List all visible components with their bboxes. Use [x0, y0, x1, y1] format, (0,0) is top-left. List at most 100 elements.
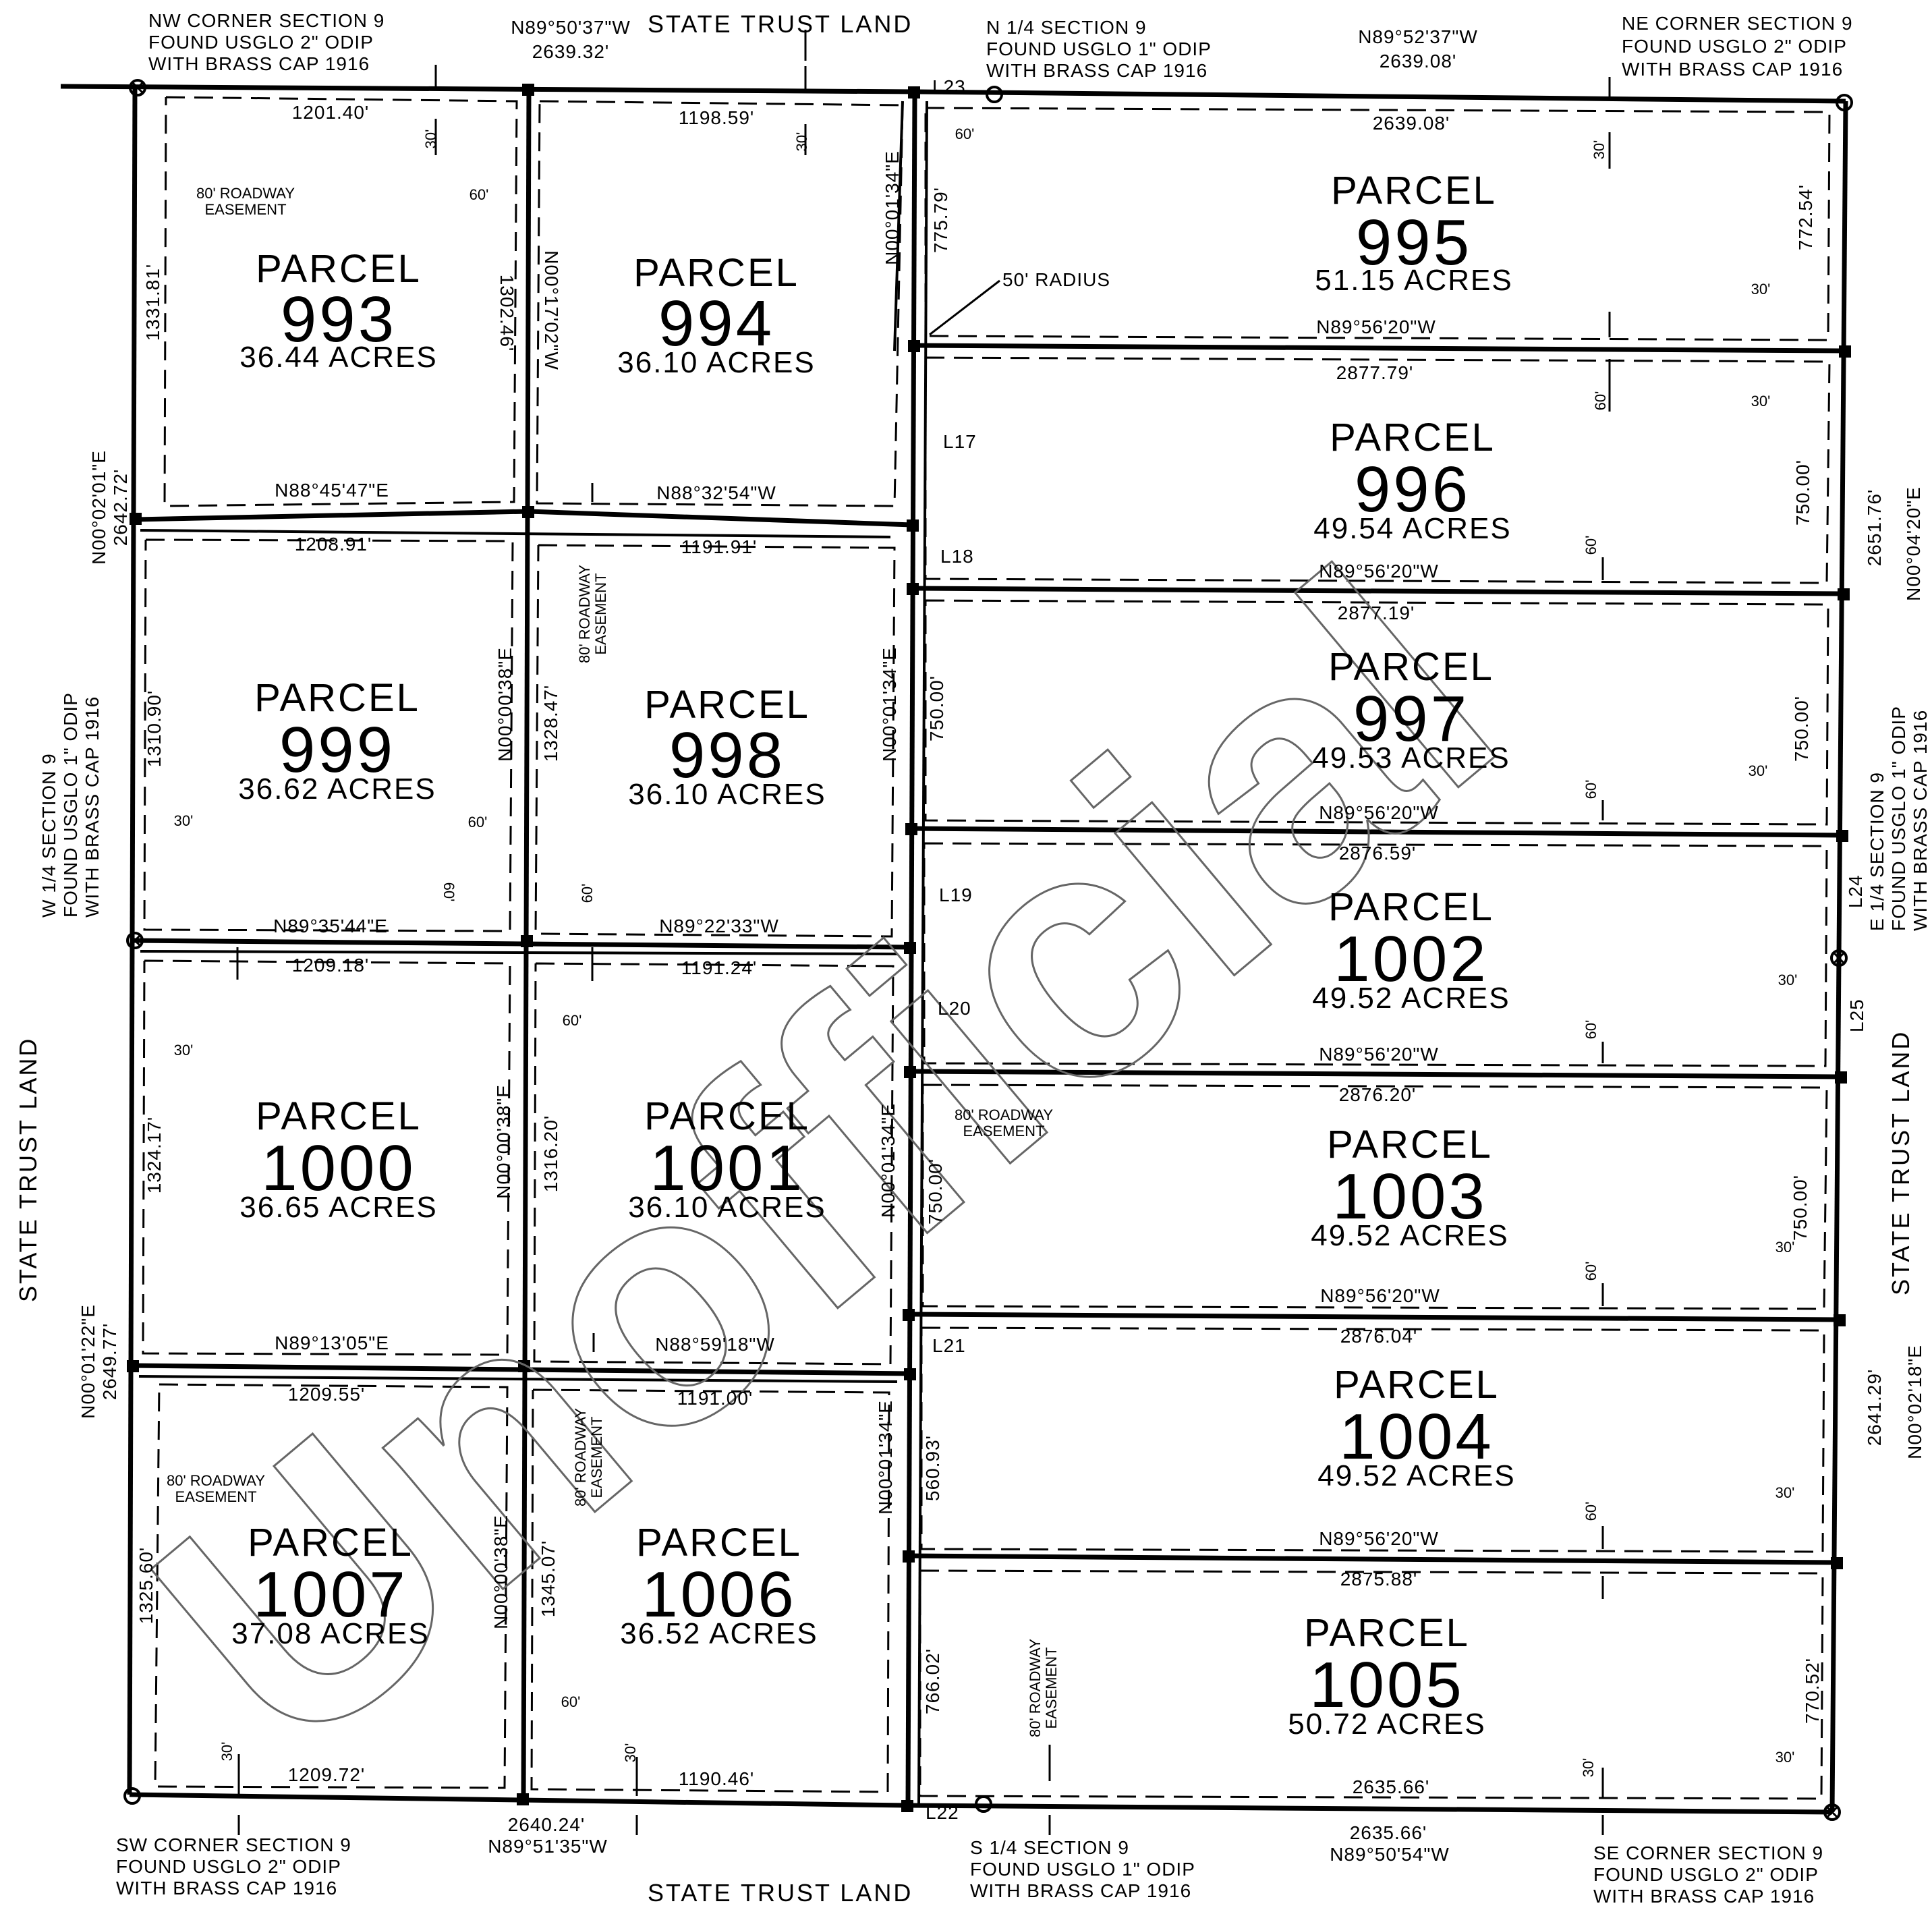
side-label-left: STATE TRUST LAND [14, 1037, 42, 1302]
bearing-label: N88°32'54"W [656, 482, 776, 503]
distance-label: 2876.04' [1340, 1326, 1418, 1347]
width-label-30: 30' [1591, 140, 1608, 160]
distance-label: 1201.40' [292, 102, 370, 123]
parcel-number: 998 [669, 719, 785, 791]
width-labels: 60' 60' 30' 30' 30' 30' 30' 60' 60' 60' … [174, 125, 1798, 1777]
bearing-label: N00°01'34"E [882, 150, 903, 265]
roadway-line1: 80' ROADWAY [572, 1408, 589, 1507]
corner-note-line: SE CORNER SECTION 9 [1593, 1843, 1823, 1863]
distance-label: 1191.91' [681, 536, 757, 557]
parcel-word: PARCEL [636, 1521, 802, 1565]
roadway-easement-note: 80' ROADWAY EASEMENT [1027, 1639, 1060, 1737]
corner-monument-icon [129, 79, 146, 96]
corner-note-e-quarter: E 1/4 SECTION 9 FOUND USGLO 1" ODIP WITH… [1867, 706, 1931, 931]
distance-label: 1328.47' [540, 685, 561, 762]
parcel-word: PARCEL [1331, 169, 1497, 213]
bearing-label: N89°56'20"W [1319, 561, 1439, 582]
width-label-60: 60' [1592, 391, 1609, 411]
distance-label: 1209.18' [292, 955, 370, 976]
bearing-label: N00°02'18"E [1904, 1345, 1925, 1459]
distance-label: 770.52' [1802, 1658, 1823, 1724]
parcel-number: 1001 [650, 1132, 805, 1204]
side-label-top: STATE TRUST LAND [648, 10, 913, 38]
bearing-label: N00°17'02"W [541, 250, 562, 370]
parcel-1000: PARCEL 1000 36.65 ACRES [239, 1094, 438, 1224]
bearing-label: N89°52'37"W [1358, 26, 1478, 47]
parcel-acres: 36.65 ACRES [239, 1191, 438, 1224]
bearing-label: N89°56'20"W [1319, 1044, 1439, 1065]
corner-note-line: WITH BRASS CAP 1916 [970, 1880, 1191, 1901]
distance-label: 2639.08' [1380, 51, 1457, 72]
parcel-word: PARCEL [256, 247, 422, 291]
corner-note-line: FOUND USGLO 2" ODIP [148, 32, 374, 53]
corner-monument-icon [123, 1787, 141, 1805]
distance-label: 1331.81' [142, 264, 163, 341]
corner-note-line: WITH BRASS CAP 1916 [1910, 710, 1931, 931]
distance-label: 775.79' [930, 187, 951, 253]
distance-label: 560.93' [922, 1435, 943, 1501]
width-label-30: 30' [1775, 1239, 1795, 1256]
corner-note-line: NW CORNER SECTION 9 [148, 10, 385, 31]
bearing-label: N00°04'20"E [1903, 486, 1924, 601]
roadway-line2: EASEMENT [175, 1488, 256, 1505]
roadway-easement-note: 80' ROADWAY EASEMENT [167, 1472, 265, 1505]
width-label-60: 60' [563, 1012, 582, 1029]
distance-label: 2875.88' [1340, 1569, 1418, 1590]
parcel-1003: PARCEL 1003 49.52 ACRES [1311, 1123, 1508, 1252]
roadway-line1: 80' ROADWAY [167, 1472, 265, 1489]
roadway-line2: EASEMENT [588, 1416, 605, 1498]
side-label-bottom: STATE TRUST LAND [648, 1879, 913, 1907]
parcel-boundaries [142, 96, 1831, 1800]
corner-note-nw: NW CORNER SECTION 9 FOUND USGLO 2" ODIP … [148, 10, 385, 74]
corner-note-line: FOUND USGLO 2" ODIP [1593, 1864, 1819, 1885]
bearing-label: N89°13'05"E [275, 1332, 389, 1353]
width-label-30: 30' [1775, 1749, 1795, 1766]
distance-label: 1316.20' [540, 1115, 561, 1193]
distance-label: 1209.55' [288, 1384, 366, 1405]
parcel-number: 1002 [1334, 923, 1489, 995]
width-label-60: 60' [441, 882, 457, 902]
roadway-line2: EASEMENT [204, 201, 286, 218]
roadway-easement-note: 80' ROADWAY EASEMENT [955, 1106, 1053, 1140]
parcel-1004: PARCEL 1004 49.52 ACRES [1317, 1363, 1516, 1492]
parcel-word: PARCEL [633, 251, 799, 295]
corner-note-line: S 1/4 SECTION 9 [970, 1837, 1129, 1858]
corner-note-line: E 1/4 SECTION 9 [1867, 772, 1887, 931]
parcel-number: 997 [1353, 683, 1469, 755]
parcel-word: PARCEL [1327, 1123, 1493, 1166]
parcel-acres: 36.44 ACRES [239, 341, 438, 374]
distance-label: 2877.79' [1336, 362, 1414, 383]
corner-note-w-quarter: W 1/4 SECTION 9 FOUND USGLO 1" ODIP WITH… [38, 692, 103, 918]
line-label: L24 [1845, 874, 1866, 908]
corner-note-line: NE CORNER SECTION 9 [1622, 13, 1853, 34]
parcel-997: PARCEL 997 49.53 ACRES [1312, 645, 1509, 775]
width-label-60: 60' [1583, 1262, 1599, 1281]
corner-note-line: WITH BRASS CAP 1916 [1622, 59, 1843, 80]
width-label-30: 30' [174, 812, 194, 829]
line-labels: L17 L18 L19 L20 L21 L22 L23 L24 L25 [926, 76, 1867, 1823]
parcel-acres: 49.54 ACRES [1313, 512, 1512, 545]
parcel-number: 1006 [642, 1558, 797, 1631]
bearing-label: N89°22'33"W [659, 916, 779, 936]
corner-note-line: FOUND USGLO 1" ODIP [970, 1859, 1195, 1880]
corner-note-line: WITH BRASS CAP 1916 [82, 696, 103, 918]
parcel-word: PARCEL [644, 683, 810, 727]
distance-label: 1198.59' [679, 107, 754, 128]
parcel-994: PARCEL 994 36.10 ACRES [617, 251, 814, 379]
width-label-60: 60' [1583, 1502, 1599, 1521]
corner-note-se: SE CORNER SECTION 9 FOUND USGLO 2" ODIP … [1593, 1843, 1823, 1907]
parcel-acres: 49.52 ACRES [1317, 1459, 1516, 1492]
roadway-line2: EASEMENT [592, 573, 609, 654]
parcel-1006: PARCEL 1006 36.52 ACRES [620, 1521, 817, 1650]
bearing-label: N89°56'20"W [1316, 316, 1436, 337]
distance-label: 2639.08' [1373, 113, 1450, 134]
bearing-label: N00°01'34"E [879, 647, 900, 762]
bearing-label: N00°00'38"E [493, 1084, 514, 1199]
distances-vertical: 1331.81' 1302.46' 775.79' 772.54' 2642.7… [99, 184, 1885, 1724]
roadway-line1: 80' ROADWAY [1027, 1639, 1044, 1737]
parcel-acres: 49.52 ACRES [1312, 982, 1510, 1015]
width-label-60: 60' [1583, 536, 1599, 555]
parcel-acres: 36.10 ACRES [628, 1191, 826, 1224]
parcel-995: PARCEL 995 51.15 ACRES [1315, 169, 1512, 297]
parcel-word: PARCEL [254, 676, 420, 720]
